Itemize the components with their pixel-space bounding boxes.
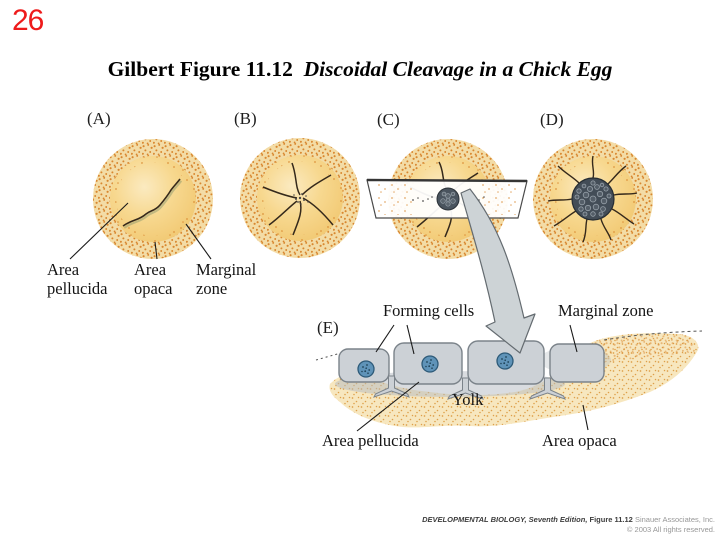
section-arrow [460,188,536,354]
cell-nucleus [496,352,514,370]
label-marginal-zone-e: Marginal zone [558,301,654,320]
surface-dash-left [315,350,349,361]
credit-line-1: DEVELOPMENTAL BIOLOGY, Seventh Edition, … [422,515,715,525]
figure-title-prefix: Gilbert Figure 11.12 [107,57,293,81]
egg-stage-d [533,139,653,259]
first-cleavage-furrow [122,178,181,227]
pointer-forming-cells-2 [406,324,415,355]
forming-cell [549,343,605,383]
slide-number: 26 [12,4,44,37]
pointer-marginal-zone-e [569,324,578,353]
cell-nucleus [357,360,375,378]
surface-dash-right [603,330,703,341]
pointer-area-pellucida-e [356,381,420,432]
label-forming-cells: Forming cells [383,301,475,320]
credit-book-title: DEVELOPMENTAL BIOLOGY, Seventh Edition, [422,515,588,524]
cell-foot [373,375,410,398]
panel-label-e: (E) [317,318,339,337]
figure-title: Gilbert Figure 11.12 Discoidal Cleavage … [0,57,720,82]
cell-foot [529,377,566,400]
label-yolk: Yolk [452,390,484,409]
pointer-forming-cells-1 [375,324,395,353]
cell-nucleus [421,355,439,373]
panel-label-b: (B) [234,109,257,128]
credits: DEVELOPMENTAL BIOLOGY, Seventh Edition, … [422,515,715,535]
radial-furrows [547,155,638,243]
furrow-shadow [123,180,183,229]
radial-furrows [262,162,334,236]
egg-stage-c [366,139,528,259]
cell-foot [447,377,484,400]
pointer-area-opaca-e [582,404,589,431]
panel-label-d: (D) [540,110,564,129]
panel-label-c: (C) [377,110,400,129]
panel-label-a: (A) [87,109,111,128]
label-area-pellucida-e: Area pellucida [322,431,419,450]
label-area-opaca-e: Area opaca [542,431,617,450]
pointer-area-opaca-a [154,241,158,260]
credit-copyright: © 2003 All rights reserved. [626,525,715,535]
blastoderm-cells [574,180,612,217]
label-area-pellucida-a: Area pellucida [47,260,108,299]
label-marginal-zone-a: Marginal zone [196,260,257,299]
center-speckles [293,193,309,205]
credit-figure-ref: Figure 11.12 [589,515,633,524]
pointer-lines [69,202,589,432]
figure-title-italic: Discoidal Cleavage in a Chick Egg [303,57,613,81]
label-area-opaca-a: Area opaca [134,260,173,299]
pointer-area-pellucida-a [69,202,129,260]
credit-publisher: Sinauer Associates, Inc. [634,515,715,524]
egg-stage-b [240,138,360,258]
egg-stage-a [93,139,213,259]
pointer-marginal-zone-a [185,223,212,260]
cluster-cells [440,191,456,207]
